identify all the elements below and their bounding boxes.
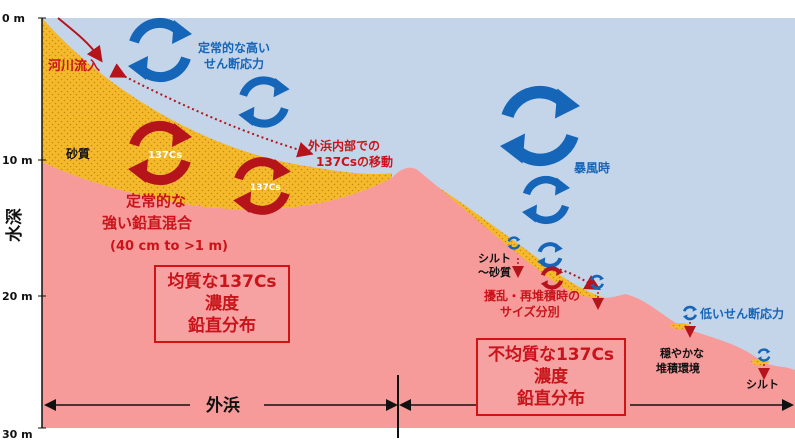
river-inflow-arrow <box>57 17 103 63</box>
nonuniform-distribution-box: 不均質な137Cs濃度 鉛直分布 <box>476 338 626 416</box>
rotation-arrow-blue-storm-mid <box>522 175 570 225</box>
rotation-arrow-red-small <box>540 266 564 290</box>
rotation-arrow-red-1 <box>128 120 192 186</box>
tick-label-30: 30 m <box>2 428 33 440</box>
river-inflow-label: 河川流入 <box>48 58 100 74</box>
rotation-arrow-blue-tiny-2 <box>589 274 605 290</box>
cs-symbol-label-2: 137Cs <box>250 183 281 193</box>
low-stress-label: 低いせん断応力 <box>699 306 784 321</box>
cs-symbol-label-1: 137Cs <box>148 150 182 161</box>
mixing-label-1: 定常的な <box>126 192 186 210</box>
sand-layer-outer <box>42 18 392 210</box>
tick-label-10: 10 m <box>2 154 33 167</box>
storm-label: 暴風時 <box>573 160 610 175</box>
silt-label: シルト <box>746 378 779 391</box>
uniform-box-line-2: 鉛直分布 <box>188 316 256 336</box>
rotation-arrow-blue-2 <box>238 76 290 128</box>
calm-label-1: 穏やかな <box>660 346 704 360</box>
sand-patch-1 <box>670 323 690 329</box>
outer-beach-label: 外浜 <box>206 395 240 416</box>
silt-sand-label-2: ～砂質 <box>478 265 511 279</box>
cs-move-label-1: 外浜内部での <box>308 138 380 153</box>
offshore-sorting-arrow <box>554 267 601 290</box>
uniform-distribution-box: 均質な137Cs濃度 鉛直分布 <box>154 265 290 343</box>
rotation-arrow-blue-1 <box>128 17 192 83</box>
rotation-arrow-red-2 <box>233 157 291 215</box>
tick-label-20: 20 m <box>2 290 33 303</box>
cs-move-label-2: 137Csの移動 <box>316 154 393 169</box>
nonuniform-box-line-2: 鉛直分布 <box>517 389 585 409</box>
rotation-arrow-blue-tiny-4 <box>757 348 771 362</box>
stress-high-label-1: 定常的な高い <box>198 40 270 55</box>
sorting-label-2: サイズ分別 <box>500 304 560 319</box>
rotation-arrow-blue-storm-large <box>500 85 580 167</box>
depth-axis-title: 水深 <box>4 208 25 242</box>
tick-label-0: 0 m <box>2 12 25 25</box>
rotation-arrow-blue-small-1 <box>537 242 563 268</box>
rotation-arrow-blue-tiny-3 <box>682 305 698 321</box>
mixing-label-3: (40 cm to >1 m) <box>110 239 228 254</box>
sorting-label-1: 擾乱・再堆積時の <box>484 288 580 303</box>
sand-label: 砂質 <box>65 146 90 161</box>
cs-movement-arrow <box>109 63 314 158</box>
nonuniform-box-line-1: 不均質な137Cs濃度 <box>487 345 615 387</box>
silt-sand-label-1: シルト <box>478 252 511 265</box>
uniform-box-line-1: 均質な137Cs濃度 <box>167 272 277 314</box>
mixing-label-2: 強い鉛直混合 <box>102 214 193 232</box>
calm-label-2: 堆積環境 <box>656 361 700 375</box>
stress-high-label-2: せん断応力 <box>204 56 264 71</box>
rotation-arrow-blue-tiny-1 <box>507 236 521 250</box>
